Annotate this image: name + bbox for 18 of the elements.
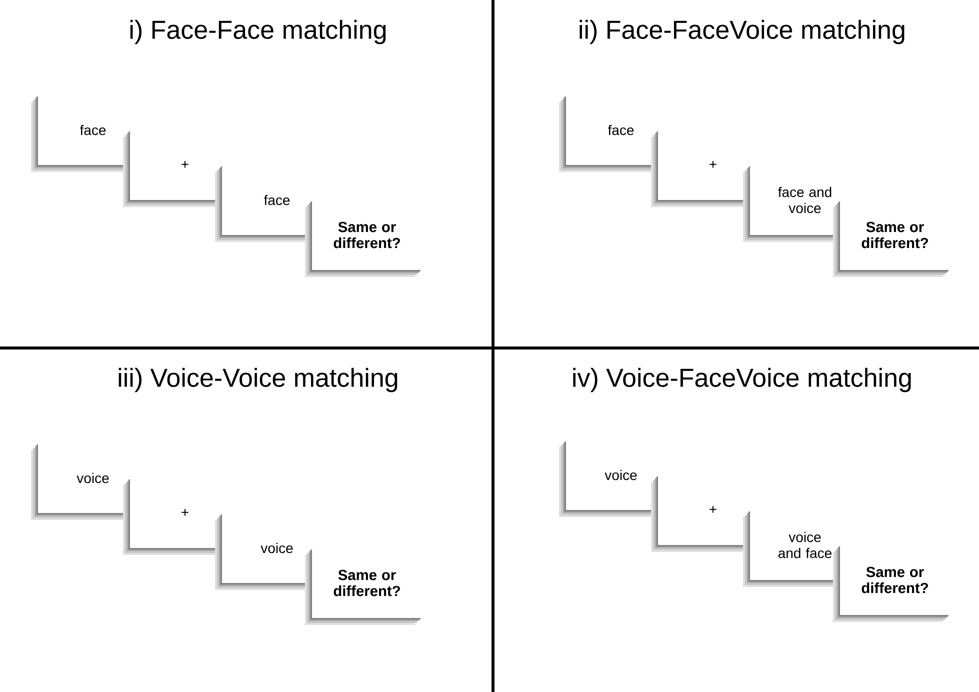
- card: voice: [31, 443, 148, 520]
- card: Same or different?: [305, 200, 422, 277]
- card: Same or different?: [305, 548, 422, 625]
- card: face: [215, 165, 332, 242]
- card: +: [123, 130, 240, 207]
- card: +: [123, 478, 240, 555]
- panel-title: iv) Voice-FaceVoice matching: [573, 368, 911, 392]
- card: face: [31, 95, 148, 172]
- card: voice: [215, 513, 332, 590]
- card: +: [651, 130, 768, 207]
- panel-title: iii) Voice-Voice matching: [118, 368, 398, 392]
- panel-title: i) Face-Face matching: [130, 20, 386, 44]
- card: +: [651, 475, 768, 552]
- card: Same or different?: [833, 200, 950, 277]
- card: voice: [559, 440, 676, 517]
- card: face: [559, 95, 676, 172]
- panel-title: ii) Face-FaceVoice matching: [580, 20, 904, 44]
- card: Same or different?: [833, 545, 950, 622]
